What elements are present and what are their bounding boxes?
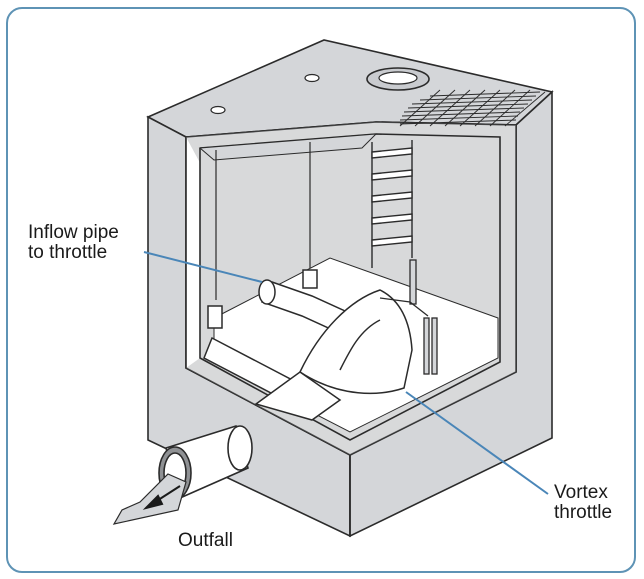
vent-hole	[304, 73, 320, 83]
ladder	[371, 140, 413, 268]
vortex-leader-line	[405, 391, 549, 495]
grating	[399, 89, 546, 127]
outflow-water	[112, 473, 187, 525]
vent-hole	[210, 105, 226, 115]
flow-arrow	[142, 485, 181, 510]
chamber-top-face	[146, 39, 554, 138]
vortex-throttle	[254, 289, 413, 421]
bypass-rods	[379, 259, 438, 375]
label-outfall: Outfall	[178, 530, 233, 551]
label-vortex-throttle: Vortex throttle	[554, 482, 613, 523]
inflow-leader-line	[143, 251, 263, 283]
label-inflow-pipe: Inflow pipe to throttle	[28, 222, 119, 263]
